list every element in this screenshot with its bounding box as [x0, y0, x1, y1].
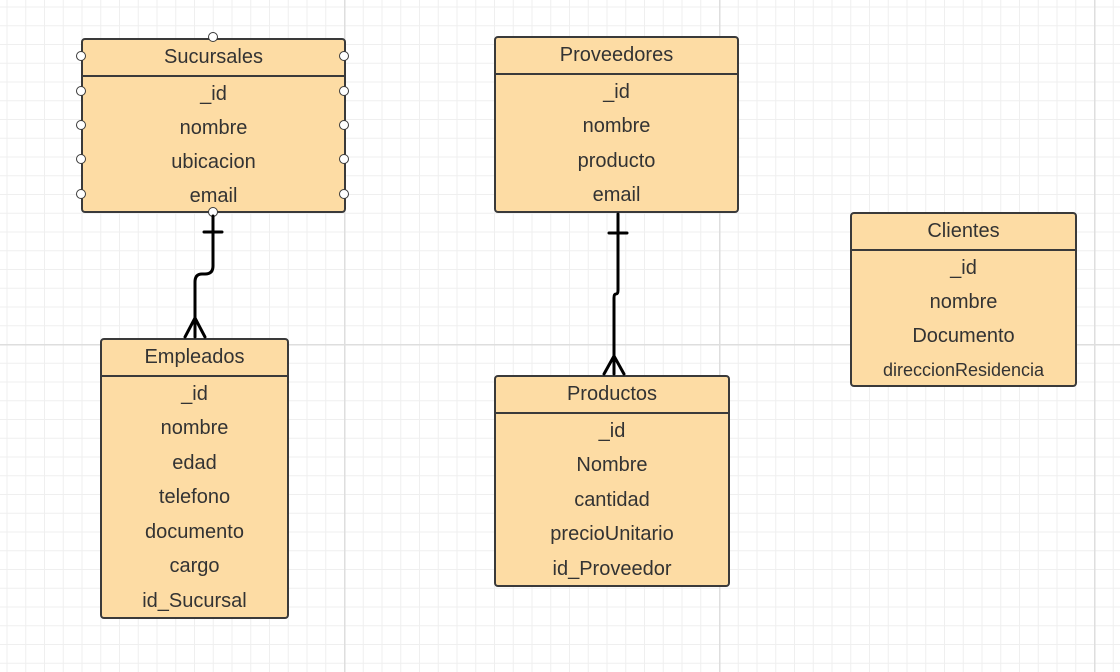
- right-resize-handle[interactable]: [339, 51, 349, 61]
- entity-fields: _id nombre ubicacion email: [83, 77, 344, 213]
- right-resize-handle[interactable]: [339, 120, 349, 130]
- entity-field: _id: [181, 382, 208, 405]
- left-resize-handle[interactable]: [76, 120, 86, 130]
- entity-field: ubicacion: [171, 150, 256, 173]
- entity-title: Proveedores: [496, 38, 737, 75]
- entity-field: id_Proveedor: [552, 557, 672, 580]
- left-resize-handle[interactable]: [76, 154, 86, 164]
- entity-field: cargo: [169, 555, 220, 578]
- entity-fields: _id nombre edad telefono documento cargo…: [102, 377, 287, 619]
- right-resize-handle[interactable]: [339, 86, 349, 96]
- entity-proveedores[interactable]: Proveedores _id nombre producto email: [494, 36, 739, 213]
- entity-field: telefono: [158, 486, 231, 509]
- top-connection-handle[interactable]: [208, 32, 218, 42]
- entity-sucursales[interactable]: Sucursales _id nombre ubicacion email: [81, 38, 346, 213]
- entity-field: _id: [950, 256, 977, 279]
- entity-field: producto: [577, 149, 656, 172]
- many-crowfoot-left: [602, 354, 616, 376]
- entity-field: email: [592, 184, 641, 207]
- entity-field: Nombre: [576, 454, 648, 477]
- entity-title: Sucursales: [83, 40, 344, 77]
- relationship-proveedores-productos[interactable]: [602, 212, 629, 376]
- entity-field: email: [189, 184, 238, 207]
- entity-field: _id: [598, 419, 626, 442]
- entity-productos[interactable]: Productos _id Nombre cantidad precioUnit…: [494, 375, 730, 587]
- many-crowfoot-right: [193, 316, 207, 339]
- entity-field: Documento: [912, 324, 1015, 347]
- entity-fields: _id nombre producto email: [496, 75, 737, 213]
- connector-line: [193, 214, 215, 339]
- entity-field: nombre: [179, 116, 248, 139]
- entity-field: precioUnitario: [550, 523, 674, 546]
- entity-clientes[interactable]: Clientes _id nombre Documento direccionR…: [850, 212, 1077, 387]
- entity-field: nombre: [929, 290, 998, 313]
- entity-field: _id: [200, 82, 227, 105]
- connector-line: [612, 212, 620, 376]
- entity-title: Productos: [496, 377, 728, 414]
- left-resize-handle[interactable]: [76, 86, 86, 96]
- relationship-sucursales-empleados[interactable]: [183, 214, 224, 339]
- entity-field: edad: [172, 451, 217, 474]
- entity-title: Clientes: [852, 214, 1075, 251]
- entity-field: _id: [603, 80, 630, 103]
- many-crowfoot-left: [183, 316, 197, 339]
- right-resize-handle[interactable]: [339, 189, 349, 199]
- entity-field: cantidad: [574, 488, 650, 511]
- entity-field: nombre: [160, 417, 229, 440]
- entity-field: documento: [145, 520, 244, 543]
- entity-title: Empleados: [102, 340, 287, 377]
- left-resize-handle[interactable]: [76, 51, 86, 61]
- entity-fields: _id Nombre cantidad precioUnitario id_Pr…: [496, 414, 728, 587]
- many-crowfoot-right: [612, 354, 626, 376]
- entity-fields: _id nombre Documento direccionResidencia: [852, 251, 1075, 387]
- entity-empleados[interactable]: Empleados _id nombre edad telefono docum…: [100, 338, 289, 619]
- entity-field: direccionResidencia: [882, 359, 1045, 380]
- entity-field: nombre: [582, 115, 651, 138]
- right-resize-handle[interactable]: [339, 154, 349, 164]
- left-resize-handle[interactable]: [76, 189, 86, 199]
- entity-field: id_Sucursal: [142, 589, 247, 612]
